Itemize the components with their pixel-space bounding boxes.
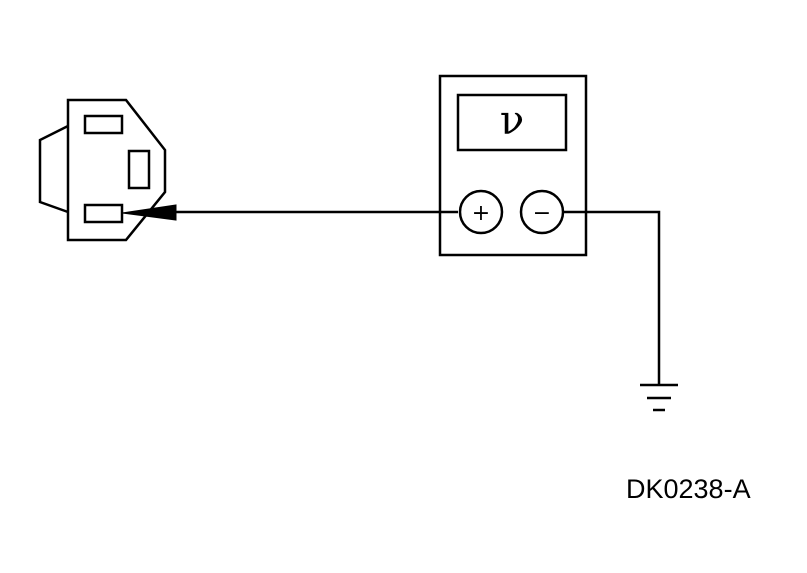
connector-pin-slot-middle (127, 149, 151, 190)
positive-terminal-sign: + (472, 201, 490, 226)
meter-display (456, 93, 568, 152)
negative-terminal-sign: − (533, 201, 551, 226)
meter-display-symbol: ν (500, 98, 524, 144)
connector-body-outline (66, 98, 167, 242)
meter-case (438, 74, 588, 257)
voltmeter: ν + − (438, 74, 588, 257)
probe-tip (121, 204, 177, 221)
ground-icon (640, 383, 678, 412)
test-probe (121, 204, 177, 221)
connector-side-tab (38, 124, 69, 214)
figure-id-label: DK0238-A (626, 474, 751, 504)
negative-lead-wire (563, 210, 661, 385)
positive-terminal (458, 189, 504, 235)
connector-pin-slot-top (83, 114, 124, 135)
electrical-connector (38, 98, 167, 242)
connector-pin-slot-bottom (83, 203, 124, 224)
